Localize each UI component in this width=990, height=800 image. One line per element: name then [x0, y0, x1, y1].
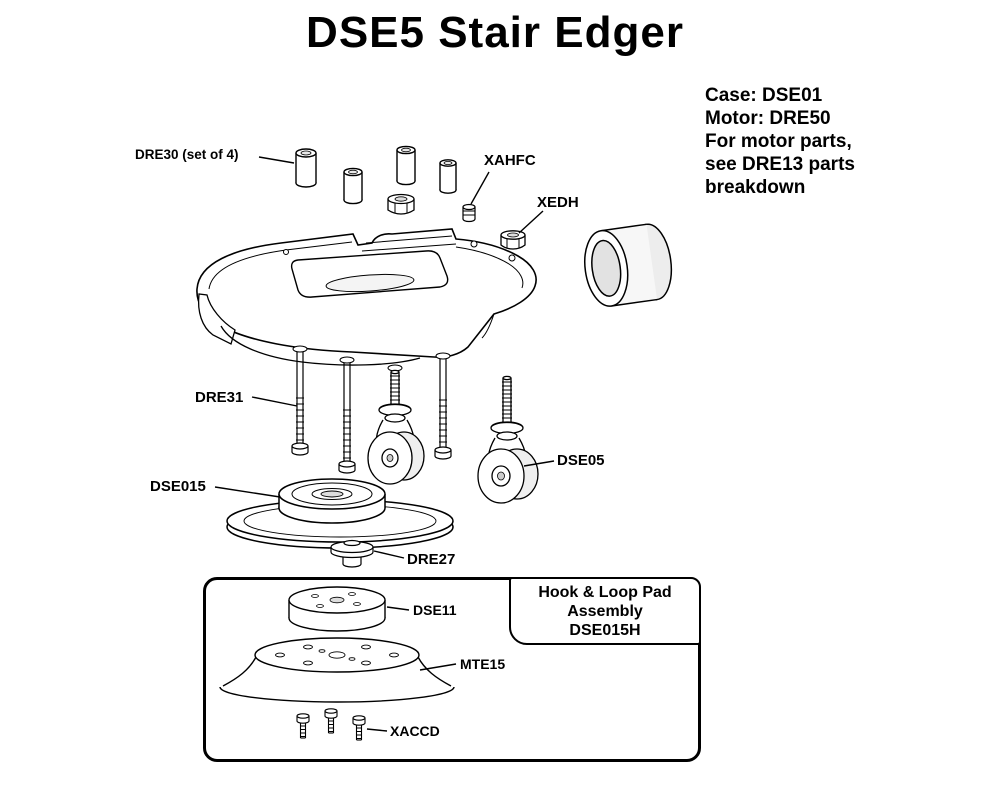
- xahfc-fastener: [462, 203, 476, 223]
- info-line-motor: Motor: DRE50: [705, 108, 831, 129]
- xedh-nut: [500, 230, 526, 250]
- info-line-case: Case: DSE01: [705, 85, 823, 106]
- label-dse05: DSE05: [557, 452, 605, 469]
- caster-center: [367, 369, 425, 485]
- caster-dse05: [477, 375, 539, 504]
- page-title: DSE5 Stair Edger: [306, 8, 684, 57]
- label-dre27: DRE27: [407, 551, 456, 568]
- spacer-cylinders: [295, 145, 457, 205]
- assembly-callout: Hook & Loop Pad Assembly DSE015H: [509, 577, 701, 645]
- label-xaccd: XACCD: [390, 723, 440, 739]
- hook-loop-assembly-box: [203, 577, 701, 762]
- case-motor-info: Case: DSE01 Motor: DRE50 For motor parts…: [705, 84, 855, 199]
- label-xedh: XEDH: [537, 194, 579, 211]
- dre31-screws: [291, 352, 452, 474]
- label-xahfc: XAHFC: [484, 152, 536, 169]
- dse015-pad: [226, 478, 454, 549]
- hex-nut: [387, 193, 415, 215]
- label-dre30: DRE30 (set of 4): [135, 147, 239, 162]
- dre27-stack: [330, 539, 374, 568]
- label-dse11: DSE11: [413, 602, 457, 618]
- case-housing: [196, 228, 537, 372]
- info-line-note-1: For motor parts,: [705, 131, 852, 152]
- info-line-note-2: see DRE13 parts: [705, 154, 855, 175]
- assembly-callout-line-1: Hook & Loop Pad: [538, 583, 672, 601]
- dust-tube: [584, 223, 673, 307]
- info-line-note-3: breakdown: [705, 177, 806, 198]
- assembly-callout-line-2: Assembly: [567, 602, 643, 620]
- label-mte15: MTE15: [460, 656, 506, 672]
- label-dre31: DRE31: [195, 389, 244, 406]
- label-dse015: DSE015: [150, 478, 206, 495]
- assembly-callout-line-3: DSE015H: [569, 621, 641, 639]
